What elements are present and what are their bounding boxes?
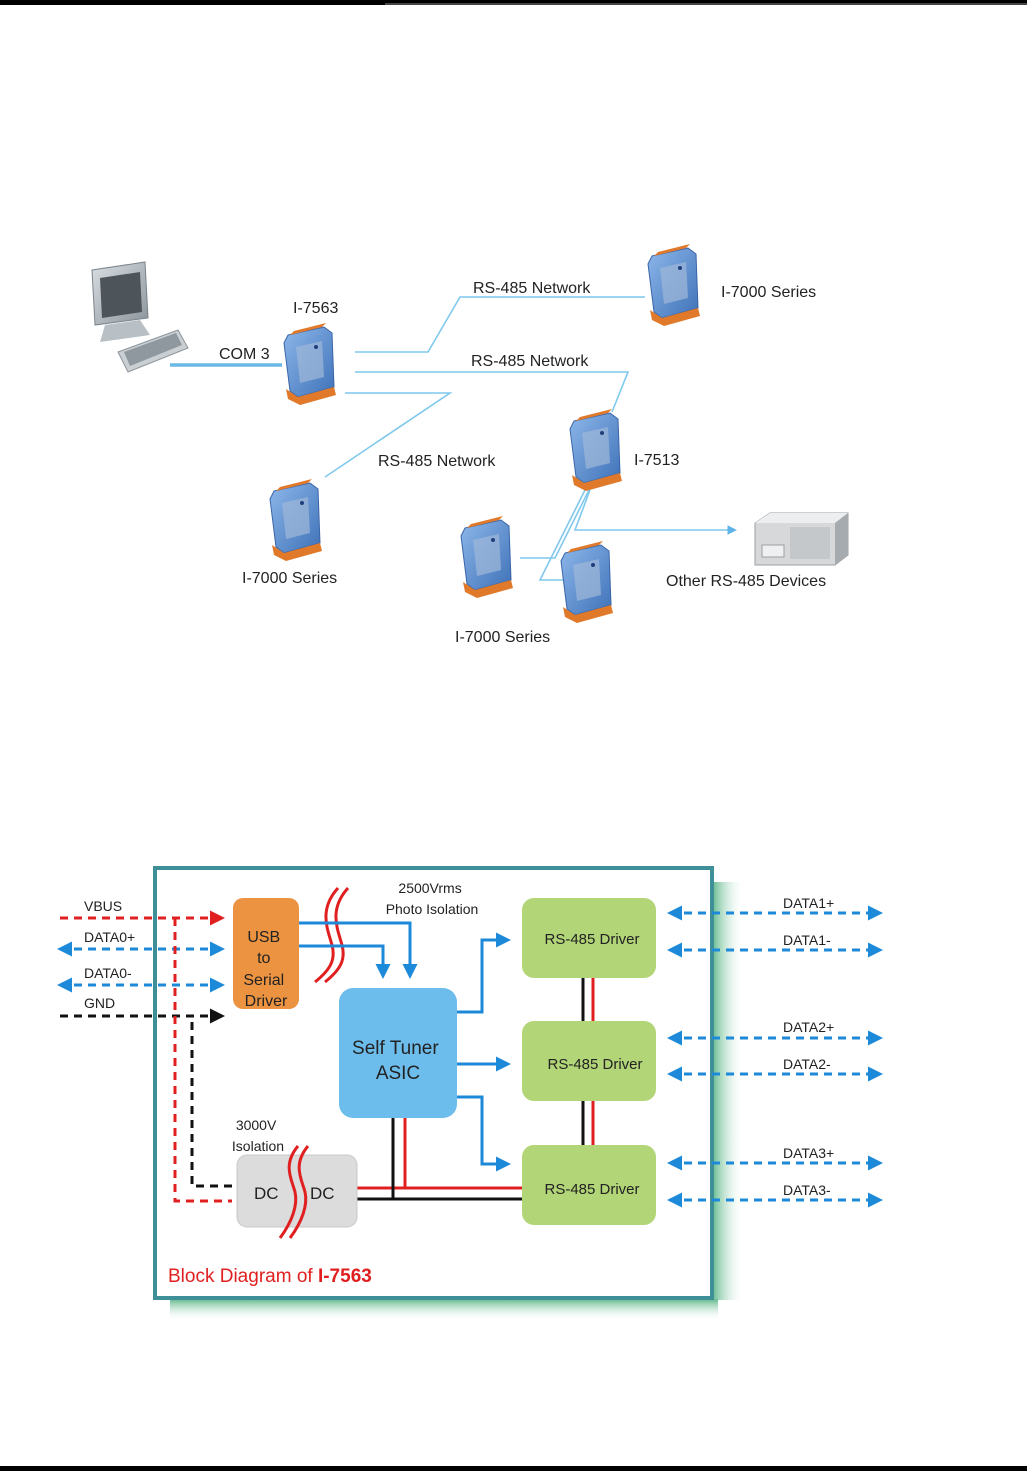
rs485-driver-block-1 — [522, 898, 656, 978]
data0-plus-label: DATA0+ — [84, 929, 135, 945]
repeater-link-b — [538, 489, 586, 581]
footer-rule — [0, 1466, 1027, 1471]
vbus-label: VBUS — [84, 898, 122, 914]
data3-minus-label: DATA3- — [783, 1182, 831, 1198]
i7000-module-icon-left — [269, 478, 323, 562]
i7000-module-icon-bottom-a — [460, 515, 514, 599]
usb-to-asic-line-1 — [299, 921, 418, 979]
title-model: I-7563 — [318, 1266, 372, 1287]
self-tuner-asic-block — [339, 988, 457, 1118]
svg-text:RS-485 Driver: RS-485 Driver — [544, 931, 639, 948]
svg-text:USB to Serial: USB to Serial Driver — [243, 929, 288, 1010]
usb-to-asic-line-2 — [299, 944, 391, 979]
svg-text:Self Tuner ASIC: Self Tuner ASIC — [352, 1038, 444, 1084]
i7000-module-icon-right — [647, 243, 701, 327]
svg-text:RS-485 Driver: RS-485 Driver — [547, 1056, 642, 1073]
svg-text:3000V Isolation: 3000V Isolation — [232, 1117, 284, 1154]
data2-minus-label: DATA2- — [783, 1056, 831, 1072]
usb-block-line-1: USB — [247, 929, 280, 946]
repeater-link-a — [520, 477, 596, 559]
data1-minus-label: DATA1- — [783, 932, 831, 948]
repeater-link-other — [573, 489, 737, 535]
rs485-driver-block-3 — [522, 1145, 656, 1225]
i7563-label: I-7563 — [293, 300, 338, 317]
data0-minus-label: DATA0- — [84, 965, 132, 981]
data3-plus-label: DATA3+ — [783, 1145, 834, 1161]
asic-line-2: ASIC — [376, 1063, 420, 1084]
i7000-series-left-label: I-7000 Series — [242, 570, 337, 587]
net3-link — [324, 392, 453, 478]
network-links — [170, 296, 737, 581]
driver-2-label: RS-485 Driver — [547, 1056, 642, 1073]
asic-to-driver1-line — [457, 932, 511, 1014]
gnd-label: GND — [84, 995, 115, 1011]
photo-isolation-line-2: Photo Isolation — [386, 901, 479, 917]
usb-serial-driver-block — [233, 898, 299, 1009]
data1-plus-label: DATA1+ — [783, 895, 834, 911]
photo-isolation-line-1: 2500Vrms — [398, 880, 461, 896]
svg-text:2500Vrms Photo Isolation: 2500Vrms Photo Isolation — [386, 880, 479, 917]
asic-to-driver3-line — [457, 1095, 511, 1172]
dc-right-label: DC — [310, 1184, 335, 1203]
net3-label: RS-485 Network — [378, 453, 496, 470]
net2-label: RS-485 Network — [471, 353, 589, 370]
header-rule — [0, 0, 1027, 5]
title-prefix: Block Diagram of — [168, 1266, 318, 1287]
i7000-module-icon-bottom-b — [560, 540, 614, 624]
com3-label: COM 3 — [219, 346, 270, 363]
pc-icon — [91, 261, 189, 373]
usb-block-line-3: Serial — [243, 972, 284, 989]
net2-link — [355, 371, 630, 413]
dc-isolation-line-1: 3000V — [236, 1117, 277, 1133]
svg-text:RS-485 Driver: RS-485 Driver — [544, 1181, 639, 1198]
net1-label: RS-485 Network — [473, 280, 591, 297]
dc-left-label: DC — [254, 1184, 279, 1203]
rs485-device-icon — [754, 512, 849, 566]
i7563-module-icon — [283, 322, 337, 406]
header-rule-thin — [385, 3, 1027, 5]
i7000-series-bottom-label: I-7000 Series — [455, 629, 550, 646]
other-devices-label: Other RS-485 Devices — [666, 573, 826, 590]
usb-block-line-2: to — [257, 950, 270, 967]
block-diagram: USB to Serial Driver 2500Vrms Photo Isol… — [57, 866, 883, 1321]
net1-link — [355, 296, 645, 353]
asic-line-1: Self Tuner — [352, 1038, 439, 1059]
frame-shadow-bottom — [170, 1299, 718, 1321]
driver-3-label: RS-485 Driver — [544, 1181, 639, 1198]
driver-1-label: RS-485 Driver — [544, 931, 639, 948]
i7513-label: I-7513 — [634, 452, 679, 469]
usb-block-line-4: Driver — [245, 993, 288, 1010]
network-diagram: COM 3 I-7563 RS-485 Network RS-485 Netwo… — [91, 243, 849, 646]
block-diagram-title: Block Diagram of I-7563 — [168, 1266, 372, 1287]
vbus-to-dc-line — [173, 918, 232, 1203]
dc-isolation-wave-icon — [278, 1145, 310, 1239]
i7513-module-icon — [569, 408, 623, 492]
dc-isolation-line-2: Isolation — [232, 1138, 284, 1154]
data2-plus-label: DATA2+ — [783, 1019, 834, 1035]
i7000-series-right-label: I-7000 Series — [721, 284, 816, 301]
frame-shadow-right — [712, 882, 744, 1300]
rs485-driver-block-2 — [522, 1021, 656, 1101]
